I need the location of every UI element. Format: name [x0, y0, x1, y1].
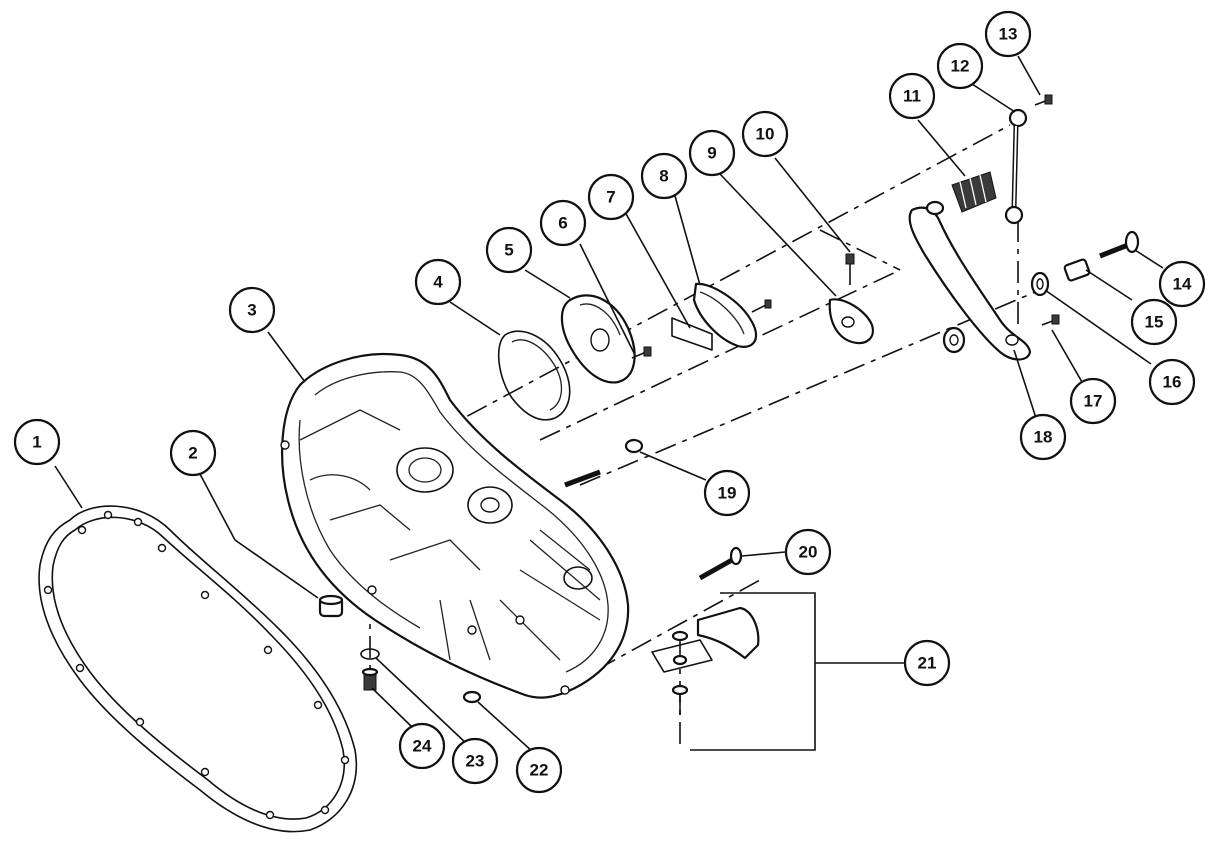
callout-24-label: 24 [413, 737, 432, 756]
callout-5: 5 [485, 226, 533, 274]
callout-1-label: 1 [32, 433, 41, 452]
callout-11-label: 11 [903, 87, 921, 106]
callout-12: 12 [936, 42, 984, 90]
callout-9: 9 [688, 129, 736, 177]
callout-14: 14 [1158, 260, 1206, 308]
seal-ring-part [497, 330, 571, 421]
callout-10-label: 10 [756, 125, 775, 144]
bushing-part [1063, 258, 1091, 282]
callout-3: 3 [228, 286, 276, 334]
callout-13: 13 [984, 10, 1032, 58]
shift-lever-part [908, 200, 1032, 361]
callout-23: 23 [451, 737, 499, 785]
washer-part [942, 326, 966, 354]
callout-17: 17 [1069, 377, 1117, 425]
callout-6-label: 6 [558, 214, 567, 233]
callout-24: 24 [398, 722, 446, 770]
callout-22-label: 22 [530, 761, 549, 780]
callout-18-label: 18 [1034, 428, 1053, 447]
callout-10: 10 [741, 110, 789, 158]
shaft-bushing-part [564, 438, 644, 488]
callout-5-label: 5 [504, 241, 513, 260]
callout-14-label: 14 [1173, 275, 1192, 294]
bracket-part [692, 282, 772, 348]
callout-21-label: 21 [918, 654, 937, 673]
shift-rod-part [1004, 108, 1028, 225]
bolt-14-part [1099, 230, 1140, 259]
shift-hub-part [828, 298, 874, 345]
shift-peg-rubber-part [951, 171, 997, 213]
dowel-part [318, 594, 344, 618]
callout-23-label: 23 [466, 752, 485, 771]
cover-plate-part [560, 294, 636, 384]
screw-13-part [1034, 94, 1053, 106]
callout-15-label: 15 [1145, 313, 1164, 332]
callout-9-label: 9 [707, 144, 716, 163]
callout-8-label: 8 [659, 167, 668, 186]
bolt-20-part [698, 546, 743, 581]
callout-21: 21 [903, 639, 951, 687]
gasket-part [38, 505, 358, 833]
callout-18: 18 [1019, 413, 1067, 461]
leader-lines [54, 55, 1164, 753]
gasket-plate-part [671, 317, 713, 351]
primary-cover-part [280, 353, 630, 699]
callout-2-label: 2 [188, 444, 197, 463]
callout-4: 4 [414, 258, 462, 306]
callout-8: 8 [640, 152, 688, 200]
screw-6-part [631, 346, 652, 359]
o-ring-part [360, 648, 380, 660]
nut-22-part [462, 690, 482, 704]
callout-2: 2 [169, 429, 217, 477]
callout-22: 22 [515, 746, 563, 794]
screw-17-part [1041, 314, 1060, 326]
callout-1: 1 [13, 418, 61, 466]
bracket-assembly-part [651, 592, 905, 751]
callout-3-label: 3 [247, 301, 256, 320]
callout-20: 20 [784, 528, 832, 576]
callout-6: 6 [539, 199, 587, 247]
callout-4-label: 4 [433, 273, 443, 292]
washer-16-part [1030, 271, 1050, 297]
callout-13-label: 13 [999, 25, 1018, 44]
callout-19: 19 [703, 469, 751, 517]
callout-11: 11 [888, 72, 936, 120]
callout-20-label: 20 [799, 543, 818, 562]
callout-16: 16 [1148, 358, 1196, 406]
callout-7-label: 7 [606, 188, 615, 207]
callout-16-label: 16 [1163, 373, 1182, 392]
drain-plug-part [361, 667, 379, 691]
screw-10-part [845, 253, 855, 285]
callout-15: 15 [1130, 298, 1178, 346]
callout-19-label: 19 [718, 484, 737, 503]
callout-12-label: 12 [951, 57, 970, 76]
callout-17-label: 17 [1084, 392, 1103, 411]
callout-7: 7 [587, 173, 635, 221]
